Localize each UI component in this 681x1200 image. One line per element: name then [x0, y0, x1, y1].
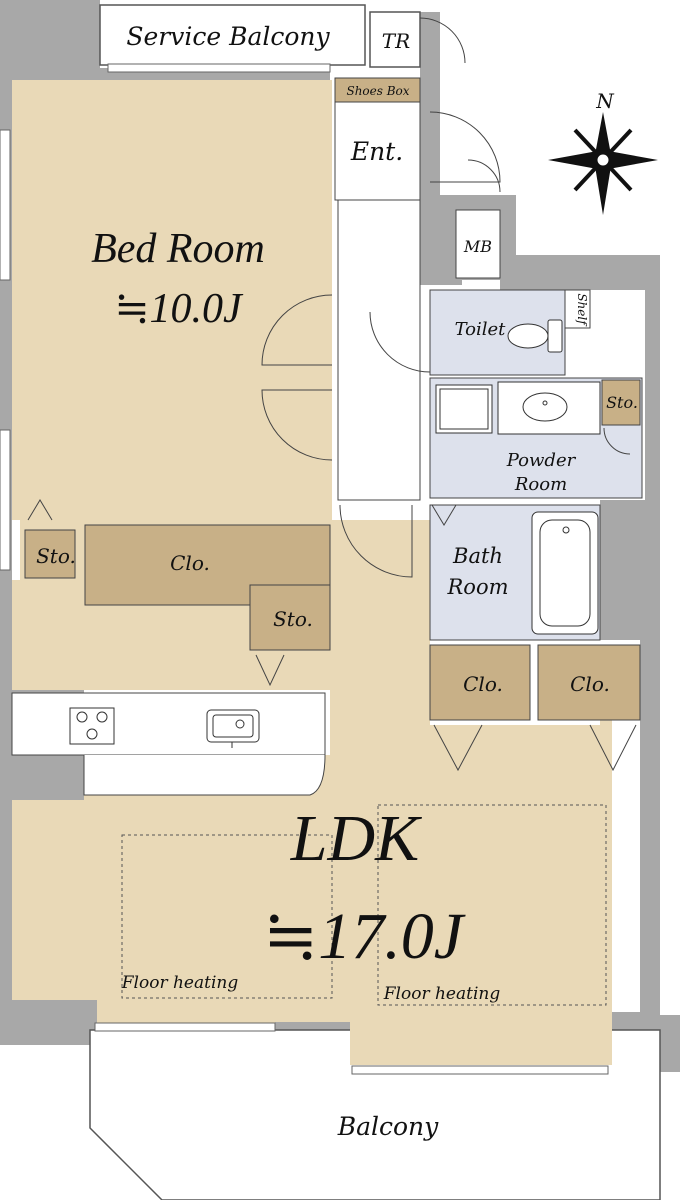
clo-ldk-left-box — [429, 644, 531, 721]
sto-powder-box — [601, 379, 641, 426]
hallway-floor — [337, 199, 421, 501]
powder-room-label-1: Powder — [506, 450, 577, 471]
clo-ldk-right-door — [589, 724, 637, 772]
kitchen-counter-curve — [83, 754, 326, 796]
sto-powder-door — [603, 427, 631, 455]
shower-tray-icon — [435, 384, 493, 434]
toilet-door — [369, 311, 431, 373]
service-balcony-door — [419, 17, 466, 64]
shelf-label: Shelf — [575, 293, 589, 327]
compass-north-label: N — [595, 89, 615, 113]
sink-icon — [206, 709, 260, 748]
sto-bed-left-label: Sto. — [36, 544, 76, 568]
sto-bed-left-door — [27, 499, 53, 521]
north-compass-icon: N — [548, 89, 658, 215]
service-balcony-label: Service Balcony — [126, 22, 330, 51]
floor-heating-left-area — [121, 834, 333, 999]
sto-powder-label: Sto. — [606, 393, 638, 412]
balcony-label: Balcony — [337, 1112, 439, 1141]
closets — [24, 379, 641, 721]
shelf-area — [564, 289, 591, 329]
bedroom-name: Bed Room — [91, 226, 265, 272]
bedroom-door-upper — [261, 294, 333, 366]
powder-room-label-2: Room — [514, 474, 567, 495]
shoes-box-label: Shoes Box — [346, 84, 409, 98]
doors — [27, 17, 637, 772]
sto-bed-right-box — [249, 584, 331, 651]
ldk-size: ≒17.0J — [263, 900, 466, 973]
floor-heating-left-label: Floor heating — [121, 973, 239, 993]
shoes-box-area — [334, 77, 421, 103]
mb-area — [455, 209, 501, 279]
bedroom-door-lower — [261, 389, 333, 461]
bath-room-label-1: Bath — [452, 544, 503, 568]
ldk-door — [339, 504, 413, 578]
floor-heating-right-area — [377, 804, 607, 1006]
clo-ldk-right-box — [537, 644, 641, 721]
floor-heating-right-label: Floor heating — [383, 984, 501, 1004]
tr-area — [369, 11, 421, 68]
toilet-label: Toilet — [455, 319, 507, 340]
bath-door — [431, 504, 457, 526]
tr-label: TR — [382, 29, 410, 53]
mb-label: MB — [463, 237, 492, 256]
bath-room-label-2: Room — [446, 575, 508, 599]
windows — [0, 63, 609, 1075]
kitchen-counter — [11, 692, 326, 756]
sto-bed-right-door — [255, 654, 285, 687]
clo-ldk-right-label: Clo. — [570, 672, 610, 696]
toilet-fixture-icon — [507, 319, 563, 353]
clo-bed-label: Clo. — [170, 551, 210, 575]
entrance-label: Ent. — [350, 137, 403, 166]
entrance-door — [429, 111, 501, 183]
sto-bed-right-label: Sto. — [273, 607, 313, 631]
ldk-name: LDK — [290, 802, 422, 875]
bathtub-icon — [531, 511, 599, 635]
washbasin-icon — [497, 381, 601, 435]
mb-door — [467, 159, 501, 193]
clo-ldk-left-label: Clo. — [463, 672, 503, 696]
bedroom-size: ≒10.0J — [114, 286, 244, 332]
service-balcony-area — [99, 4, 366, 66]
sto-bed-left-box — [24, 529, 76, 579]
clo-ldk-left-door — [433, 724, 483, 772]
stove-icon — [69, 707, 115, 745]
